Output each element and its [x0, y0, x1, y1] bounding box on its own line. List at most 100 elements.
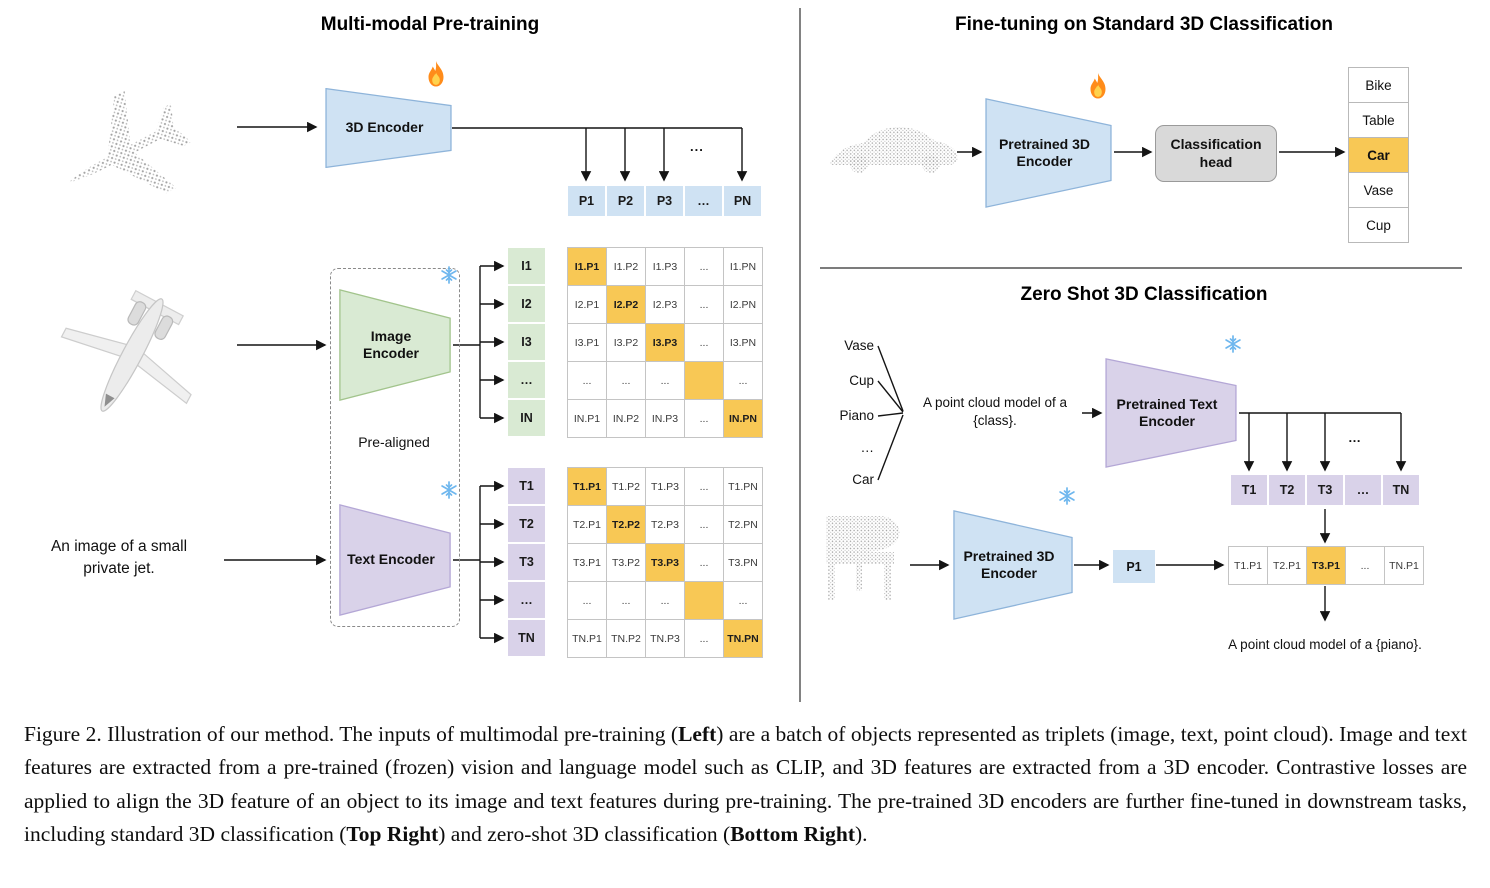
zeroshot-class-ellipsis: … — [860, 440, 875, 455]
prompt-template: A point cloud model of a {class}. — [922, 395, 1068, 429]
matrix-cell: T3.P2 — [606, 543, 645, 581]
zeroshot-class: Vase — [844, 338, 874, 353]
matrix-cell: I2.PN — [723, 285, 762, 323]
trapezoid-shape — [1105, 358, 1237, 468]
p-cell: … — [684, 185, 723, 217]
i-cell: … — [507, 361, 546, 399]
i-cell: I2 — [507, 285, 546, 323]
p-cell: P3 — [645, 185, 684, 217]
snowflake-icon — [1223, 334, 1243, 354]
matrix-cell: ... — [684, 619, 723, 657]
trapezoid-shape — [339, 504, 451, 616]
matrix-cell: I2.P1 — [567, 285, 606, 323]
matrix-cell: TN.P3 — [645, 619, 684, 657]
p-drop-ellipsis: ... — [690, 139, 704, 154]
t-cell: T2 — [507, 505, 546, 543]
matrix-cell: T1.PN — [723, 467, 762, 505]
class-item: Vase — [1348, 172, 1408, 207]
matrix-cell: I1.P2 — [606, 247, 645, 285]
matrix-cell: ... — [684, 467, 723, 505]
t-feature-row: T1 T2 T3 … TN — [1230, 474, 1420, 506]
p-feature-row: P1 P2 P3 … PN — [567, 185, 762, 217]
fire-icon — [1086, 72, 1110, 100]
prealigned-box — [330, 268, 460, 627]
caption-text: ) are a batch of objects represented as … — [24, 722, 1467, 847]
matrix-cell: T3.PN — [723, 543, 762, 581]
3d-encoder: 3D Encoder — [325, 88, 452, 168]
matrix-cell: I3.P2 — [606, 323, 645, 361]
text-encoder-label: Text Encoder — [347, 551, 435, 568]
matrix-cell: I3.PN — [723, 323, 762, 361]
class-item: Cup — [1348, 207, 1408, 242]
left-panel-title: Multi-modal Pre-training — [320, 14, 540, 35]
matrix-cell: TN.P2 — [606, 619, 645, 657]
result-cell: T1.P1 — [1228, 546, 1267, 584]
matrix-cell: ... — [684, 323, 723, 361]
snowflake-icon — [439, 265, 459, 285]
matrix-cell: IN.P3 — [645, 399, 684, 437]
finetune-panel-title: Fine-tuning on Standard 3D Classificatio… — [955, 14, 1333, 35]
i-cell: I3 — [507, 323, 546, 361]
matrix-cell: I1.P3 — [645, 247, 684, 285]
class-item: Table — [1348, 102, 1408, 137]
matrix-cell: T1.P3 — [645, 467, 684, 505]
image-point-matrix: I1.P1 I1.P2 I1.P3 ... I1.PN I2.P1 I2.P2 … — [567, 247, 763, 438]
matrix-cell: ... — [606, 581, 645, 619]
matrix-cell: ... — [645, 361, 684, 399]
text-feature-column: T1 T2 T3 … TN — [507, 467, 546, 657]
pretrained-3d-encoder-finetune: Pretrained 3D Encoder — [985, 98, 1112, 208]
matrix-cell: I3.P1 — [567, 323, 606, 361]
pretrained-3d-encoder-label: Pretrained 3D Encoder — [998, 135, 1091, 170]
matrix-cell: IN.P1 — [567, 399, 606, 437]
image-encoder-label: Image Encoder — [362, 327, 419, 362]
i-cell: IN — [507, 399, 546, 437]
matrix-cell: T2.P3 — [645, 505, 684, 543]
p-cell: P2 — [606, 185, 645, 217]
trapezoid-shape — [339, 289, 451, 401]
panel-dividers — [799, 8, 1462, 702]
text-point-matrix: T1.P1 T1.P2 T1.P3 ... T1.PN T2.P1 T2.P2 … — [567, 467, 763, 658]
result-cell: ... — [1345, 546, 1384, 584]
matrix-cell: TN.PN — [723, 619, 762, 657]
matrix-cell: ... — [723, 361, 762, 399]
matrix-cell: T2.PN — [723, 505, 762, 543]
class-item: Bike — [1348, 67, 1408, 102]
pretrained-text-encoder: Pretrained Text Encoder — [1105, 358, 1237, 468]
matrix-cell: T2.P2 — [606, 505, 645, 543]
similarity-result-row: T1.P1 T2.P1 T3.P1 ... TN.P1 — [1228, 546, 1424, 585]
snowflake-icon — [1057, 486, 1077, 506]
matrix-cell — [684, 361, 723, 399]
pretrained-3d-encoder-zeroshot: Pretrained 3D Encoder — [953, 510, 1073, 620]
snowflake-icon — [439, 480, 459, 500]
image-feature-column: I1 I2 I3 … IN — [507, 247, 546, 437]
result-cell-max: T3.P1 — [1306, 546, 1345, 584]
trapezoid-shape — [985, 98, 1112, 208]
matrix-cell: T3.P3 — [645, 543, 684, 581]
text-encoder: Text Encoder — [339, 504, 451, 616]
matrix-cell: T1.P2 — [606, 467, 645, 505]
t-cell: T2 — [1268, 474, 1306, 506]
3d-encoder-label: 3D Encoder — [345, 119, 424, 136]
trapezoid-shape — [953, 510, 1073, 620]
caption-bold-top-right: Top Right — [346, 822, 439, 847]
p-cell: PN — [723, 185, 762, 217]
zeroshot-class: Piano — [839, 408, 874, 423]
matrix-cell: I2.P2 — [606, 285, 645, 323]
matrix-cell: ... — [567, 581, 606, 619]
matrix-cell: ... — [684, 285, 723, 323]
zeroshot-class: Cup — [849, 373, 874, 388]
matrix-cell: ... — [684, 399, 723, 437]
caption-text: ). — [855, 822, 868, 847]
matrix-cell: I3.P3 — [645, 323, 684, 361]
caption-bold-left: Left — [678, 722, 717, 746]
t-cell: T3 — [1306, 474, 1344, 506]
airplane-point-cloud — [68, 90, 192, 194]
class-list: Bike Table Car Vase Cup — [1348, 67, 1409, 243]
t-drop-ellipsis: … — [1348, 430, 1362, 445]
text-input-sample: An image of a small private jet. — [50, 538, 188, 577]
matrix-cell: ... — [684, 247, 723, 285]
figure-caption: Figure 2. Illustration of our method. Th… — [24, 718, 1467, 852]
matrix-cell: ... — [606, 361, 645, 399]
diagram-connectors — [60, 8, 1462, 702]
